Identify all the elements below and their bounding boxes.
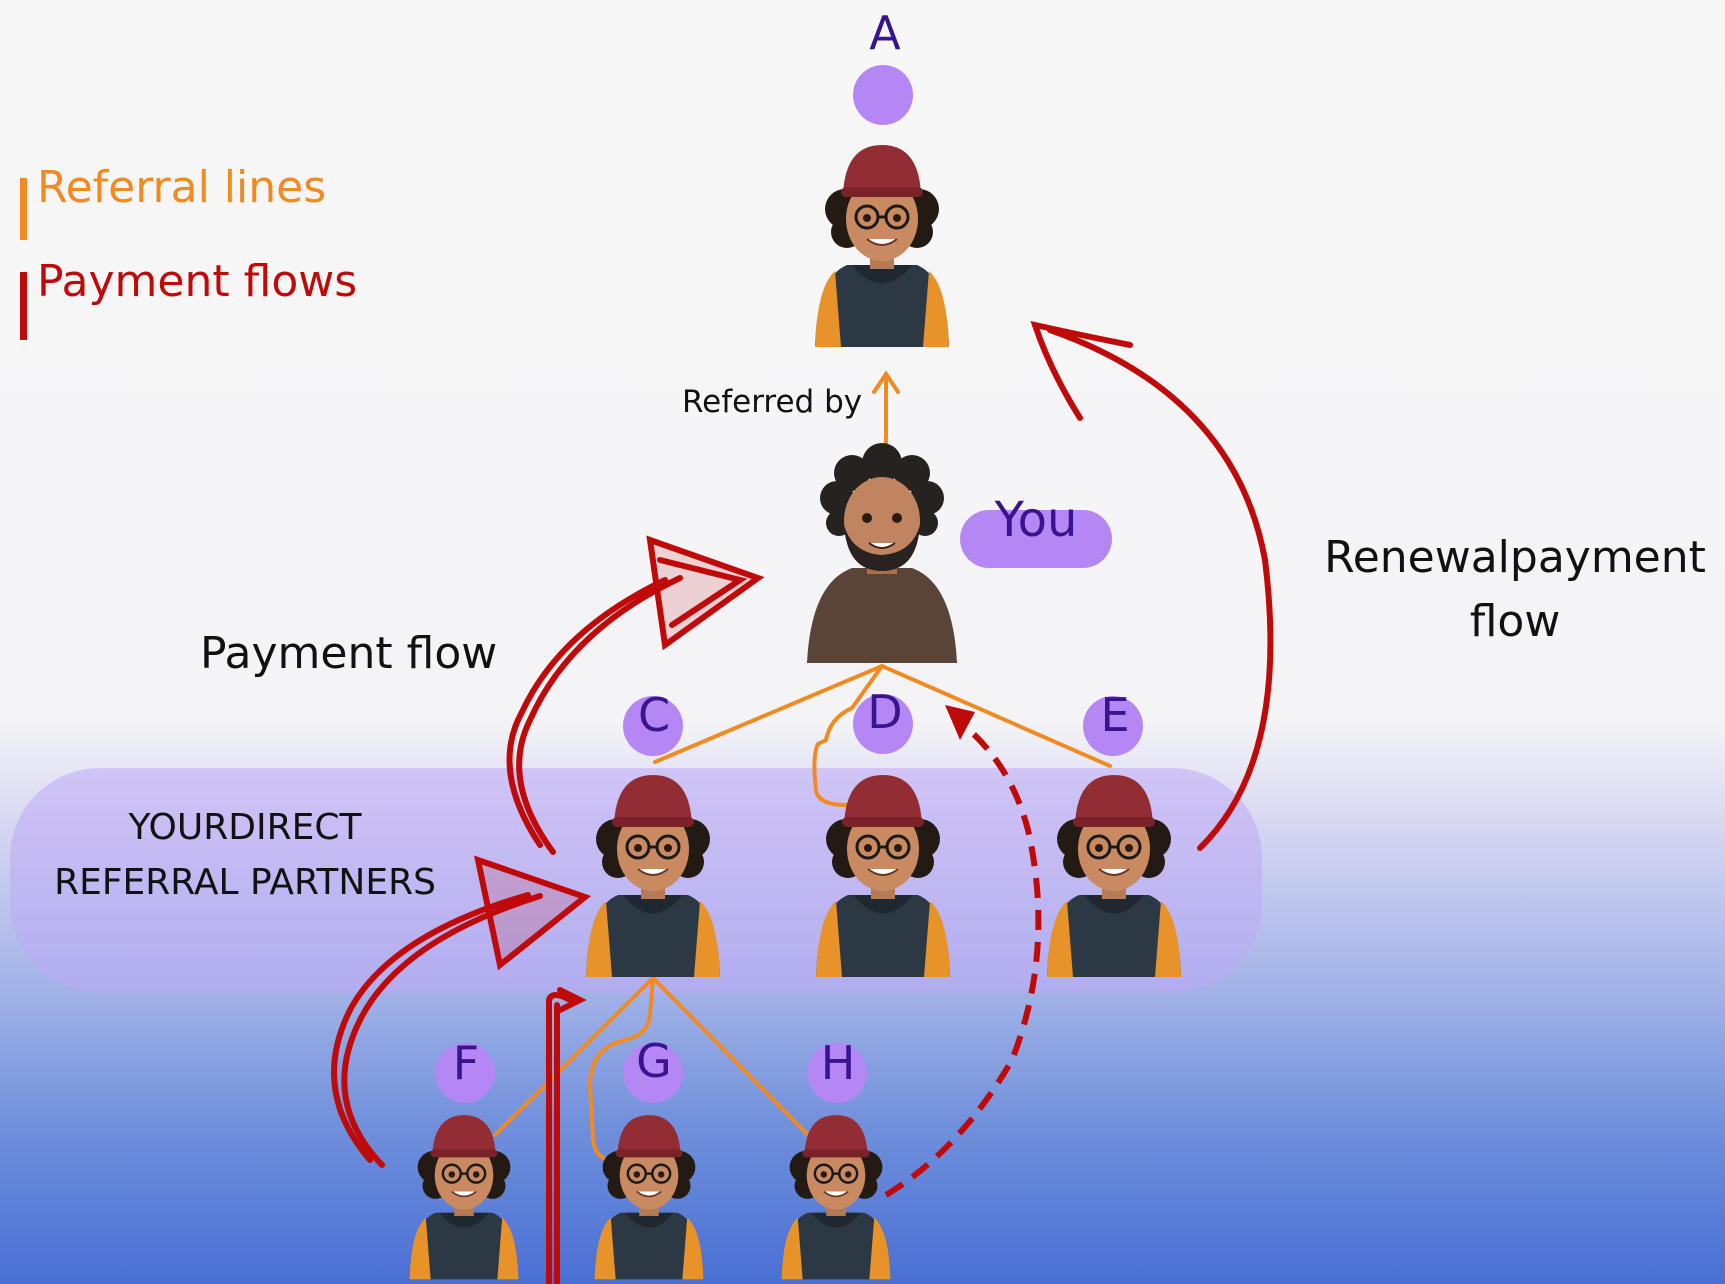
node-a-circle (853, 65, 913, 125)
node-g-circle (623, 1043, 683, 1103)
renewal-payment-flow-label: Renewalpayment flow (1310, 526, 1720, 654)
direct-referral-band-label: YOURDIRECT REFERRAL PARTNERS (40, 800, 450, 910)
payment-legend-label: Payment flows (37, 256, 358, 307)
person-a (813, 143, 951, 349)
you-label: You (994, 492, 1078, 548)
node-d-label: D (867, 685, 903, 739)
renewal-label-line1: Renewalpayment (1324, 532, 1706, 583)
person-you (807, 442, 957, 664)
person-e (1045, 773, 1183, 979)
payment-flow-arrows (331, 320, 1274, 1284)
dashed-arrow-head (945, 705, 975, 740)
renewal-label-line2: flow (1469, 596, 1561, 647)
person-h (780, 1113, 892, 1281)
node-d-circle (853, 694, 913, 754)
person-c (584, 773, 722, 979)
person-f (408, 1113, 520, 1281)
node-h-circle (807, 1043, 867, 1103)
node-c-circle (623, 696, 683, 756)
node-g-label: G (636, 1034, 672, 1088)
node-e-circle (1083, 696, 1143, 756)
node-f-circle (435, 1043, 495, 1103)
referral-lines (493, 370, 1112, 1162)
node-a-label: A (869, 6, 901, 60)
referral-legend-label: Referral lines (37, 162, 327, 213)
payment-flow-label: Payment flow (200, 628, 498, 679)
node-c-label: C (637, 688, 671, 742)
you-badge (960, 510, 1112, 568)
referred-by-label: Referred by (682, 384, 863, 420)
person-g (593, 1113, 705, 1281)
node-f-label: F (452, 1036, 480, 1090)
payment-legend-swatch (20, 272, 27, 340)
band-label-line2: REFERRAL PARTNERS (54, 862, 436, 903)
referral-legend-swatch (20, 178, 27, 240)
node-e-label: E (1100, 688, 1130, 742)
node-h-label: H (820, 1036, 856, 1090)
band-label-line1: YOURDIRECT (128, 807, 362, 848)
